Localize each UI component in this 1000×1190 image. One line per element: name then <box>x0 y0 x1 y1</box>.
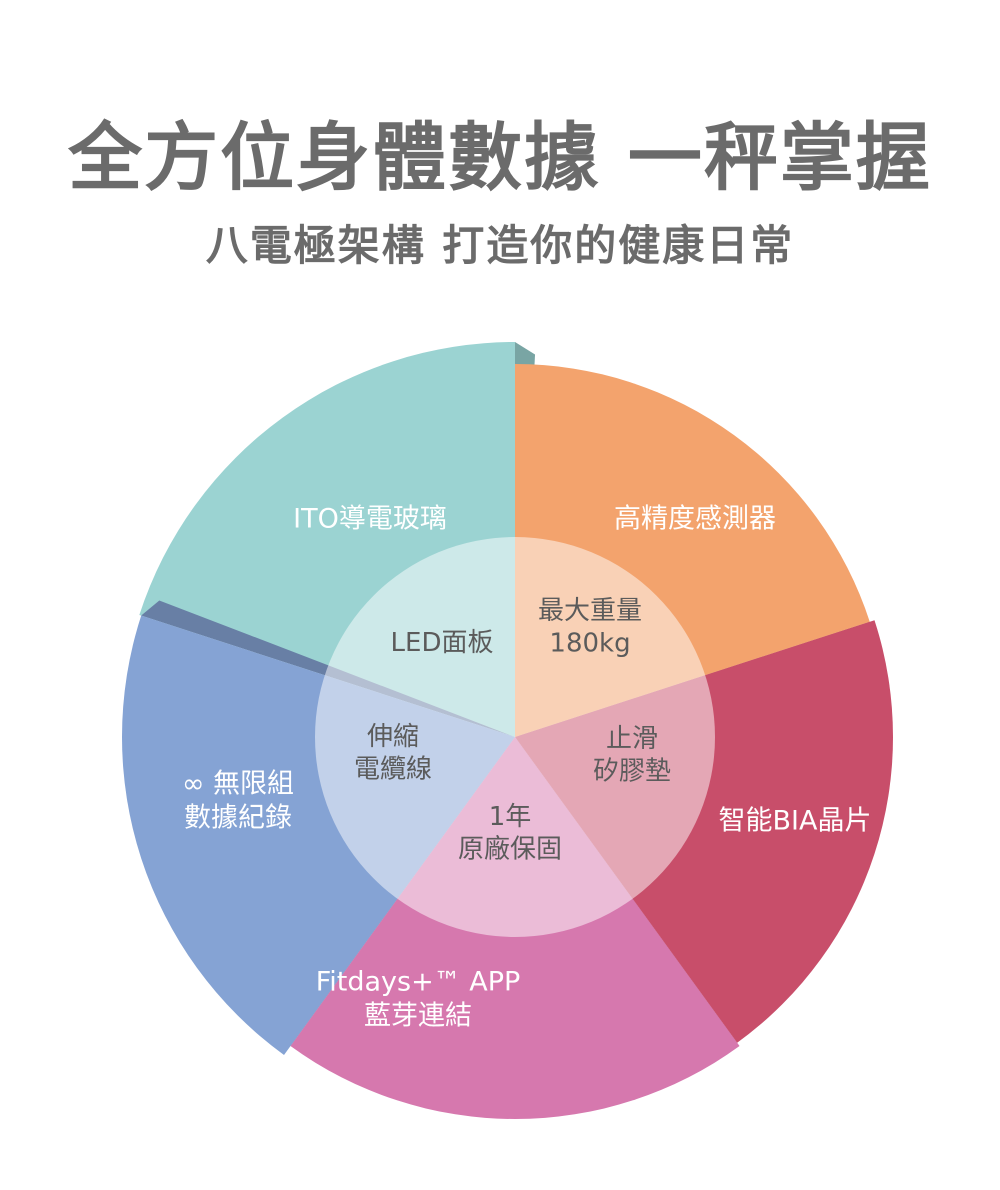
segment-2-inner-label-line: 180kg <box>549 628 630 658</box>
segment-2-label-line: 高精度感測器 <box>614 503 776 534</box>
segment-4-inner-label-line: 原廠保固 <box>458 834 562 864</box>
segment-5-label: ∞ 無限組數據紀錄 <box>182 769 294 834</box>
page-subtitle: 八電極架構 打造你的健康日常 <box>205 221 795 270</box>
segment-1-inner-label-line: LED面板 <box>391 628 494 658</box>
segment-5-inner-label-line: 伸縮 <box>367 722 419 752</box>
segment-1-label-line: ITO導電玻璃 <box>293 503 447 534</box>
segment-1-inner-label: LED面板 <box>391 628 494 658</box>
segment-2-edge <box>515 621 870 737</box>
segment-5-inner-label: 伸縮電纜線 <box>354 722 432 785</box>
segment-5-inner-label-line: 電纜線 <box>354 754 432 784</box>
segment-4-inner-label: 1年原廠保固 <box>458 802 562 865</box>
segment-3-label: 智能BIA晶片 <box>719 805 872 836</box>
segment-2-inner-label-line: 最大重量 <box>538 596 642 626</box>
segment-4-inner-label-line: 1年 <box>489 802 532 832</box>
segment-4-label-line: 藍芽連結 <box>364 1000 472 1031</box>
segment-2-label: 高精度感測器 <box>614 503 776 534</box>
segment-4-label-line: Fitdays+™ APP <box>316 967 521 998</box>
inner-ring <box>315 537 715 937</box>
segment-3-inner-label: 止滑矽膠墊 <box>593 724 671 787</box>
page-title: 全方位身體數據 一秤掌握 <box>68 115 932 201</box>
segment-1-label: ITO導電玻璃 <box>293 503 447 534</box>
segment-5-label-line: ∞ 無限組 <box>182 769 294 800</box>
segment-5-label-line: 數據紀錄 <box>184 802 292 833</box>
segment-3-inner-label-line: 矽膠墊 <box>593 756 671 786</box>
segment-3-inner-label-line: 止滑 <box>606 724 658 754</box>
segment-3-label-line: 智能BIA晶片 <box>719 805 872 836</box>
